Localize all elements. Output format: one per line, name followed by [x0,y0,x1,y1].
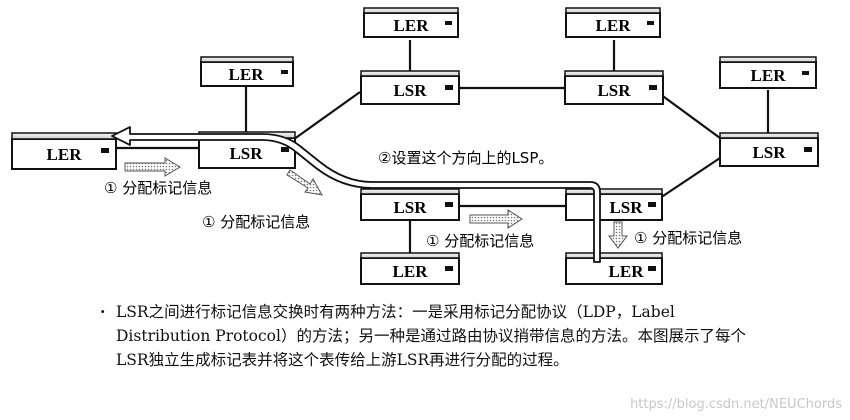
annotation-set-lsp: ②设置这个方向上的LSP。 [378,149,553,167]
router-label: LSR [752,143,786,162]
router-label: LER [596,16,632,35]
router-label: LER [609,262,645,281]
caption-bullet: · [100,302,106,321]
router-ler-bottom-right: LER [565,252,663,285]
distribute-arrow-3 [469,209,523,229]
link-lsr-mid-right-lsr-right [659,157,721,199]
router-lsr-mid: LSR [360,188,460,221]
router-lsr-right: LSR [719,132,819,167]
distribute-arrow-1 [124,157,181,177]
router-lsr-top-a: LSR [360,70,460,105]
distribute-arrow-2 [286,169,323,196]
router-lsr-top-b: LSR [564,70,664,105]
annotation-distribute-4: ① 分配标记信息 [634,229,742,247]
link-lsr-top-b-lsr-right [659,93,721,139]
router-label: LSR [393,198,427,217]
router-ler-top-a: LER [363,7,459,38]
watermark: https://blog.csdn.net/NEUChords [630,397,842,412]
router-ler-left: LER [11,132,117,170]
link-lsr-left-lsr-top-a [289,91,361,143]
annotation-distribute-2: ① 分配标记信息 [202,213,310,231]
router-label: LER [394,16,430,35]
router-lsr-mid-right: LSR [565,188,663,221]
router-ler-right-top: LER [719,56,817,89]
caption-text: LSR之间进行标记信息交换时有两种方法：一是采用标记分配协议（LDP，Label… [116,303,746,369]
router-label: LSR [393,81,427,100]
router-label: LER [393,262,429,281]
router-ler-top-b: LER [565,7,661,38]
caption: · LSR之间进行标记信息交换时有两种方法：一是采用标记分配协议（LDP，Lab… [100,300,770,372]
router-label: LSR [229,144,263,163]
router-ler-bottom-mid: LER [360,252,460,285]
router-label: LER [229,65,265,84]
router-ler-above-left: LER [200,56,294,87]
distribute-arrow-4 [608,221,628,249]
router-label: LER [751,66,787,85]
lsp-direction-arrow [111,126,601,263]
annotation-distribute-3: ① 分配标记信息 [426,232,534,250]
router-label: LSR [597,81,631,100]
router-label: LSR [609,198,643,217]
router-label: LER [47,145,83,164]
annotation-distribute-1: ① 分配标记信息 [104,179,212,197]
links [115,40,770,256]
